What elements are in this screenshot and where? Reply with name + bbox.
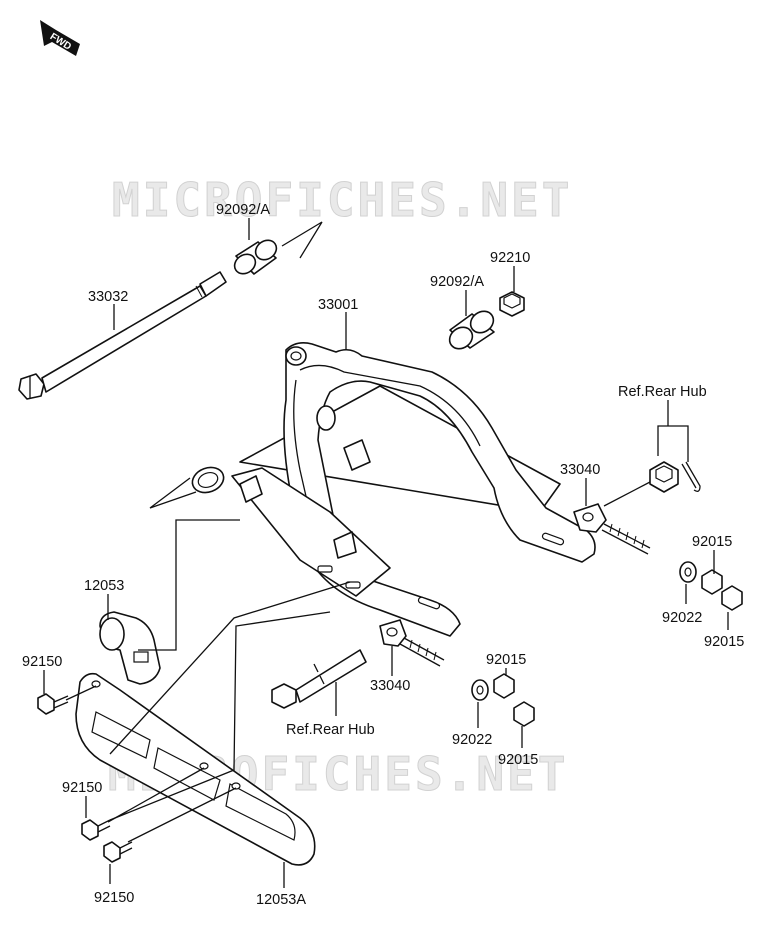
label-92150-b: 92150 <box>62 780 102 796</box>
nut-92015-right-b <box>721 585 743 611</box>
collar-92092a-top <box>233 239 278 275</box>
swingarm-33001 <box>191 342 596 637</box>
nut-92210 <box>499 291 525 317</box>
bolt-92150-a <box>37 693 69 715</box>
label-92022-mid: 92022 <box>452 732 492 748</box>
label-12053a: 12053A <box>256 892 306 908</box>
hub-bolt-icon <box>271 649 367 709</box>
label-92150-a: 92150 <box>22 654 62 670</box>
label-ref-rear-hub-top: Ref.Rear Hub <box>618 384 707 400</box>
assembly-lines <box>65 519 351 843</box>
nut-92015-mid-b <box>513 701 535 727</box>
ref-hub-bracket <box>657 425 689 462</box>
bolt-92150-c <box>103 841 133 863</box>
bolt-92150-b <box>81 819 111 841</box>
label-33032: 33032 <box>88 289 128 305</box>
nut-92015-right-a <box>701 569 723 595</box>
label-33040-right: 33040 <box>560 462 600 478</box>
label-33001: 33001 <box>318 297 358 313</box>
chain-adjuster-33040-right <box>573 503 651 555</box>
chain-adjuster-33040-mid <box>379 619 445 667</box>
label-12053: 12053 <box>84 578 124 594</box>
nut-92015-mid-a <box>493 673 515 699</box>
label-92015-mid-1: 92015 <box>486 652 526 668</box>
leader-lines <box>43 218 729 888</box>
axis-line-right <box>603 481 651 507</box>
pivot-shaft-33032 <box>18 271 227 400</box>
axle-nut-icon <box>649 461 679 493</box>
chain-guide-plate-12053a <box>75 672 316 866</box>
label-33040-mid: 33040 <box>370 678 410 694</box>
cotter-pin-icon <box>681 461 701 492</box>
label-92092a-top: 92092/A <box>216 202 270 218</box>
label-92022-right: 92022 <box>662 610 702 626</box>
fwd-arrow-icon: FWD <box>40 20 80 56</box>
collar-92092a-mid <box>448 310 495 350</box>
axis-line-top <box>281 221 323 259</box>
label-92015-mid-2: 92015 <box>498 752 538 768</box>
label-92015-right-1: 92015 <box>692 534 732 550</box>
label-92015-right-2: 92015 <box>704 634 744 650</box>
chain-guide-12053 <box>99 611 161 685</box>
axis-line-left <box>149 477 197 509</box>
label-92210: 92210 <box>490 250 530 266</box>
label-92092a-mid: 92092/A <box>430 274 484 290</box>
label-92150-c: 92150 <box>94 890 134 906</box>
watermark-top: MICROFICHES.NET <box>112 173 572 227</box>
label-ref-rear-hub-mid: Ref.Rear Hub <box>286 722 375 738</box>
